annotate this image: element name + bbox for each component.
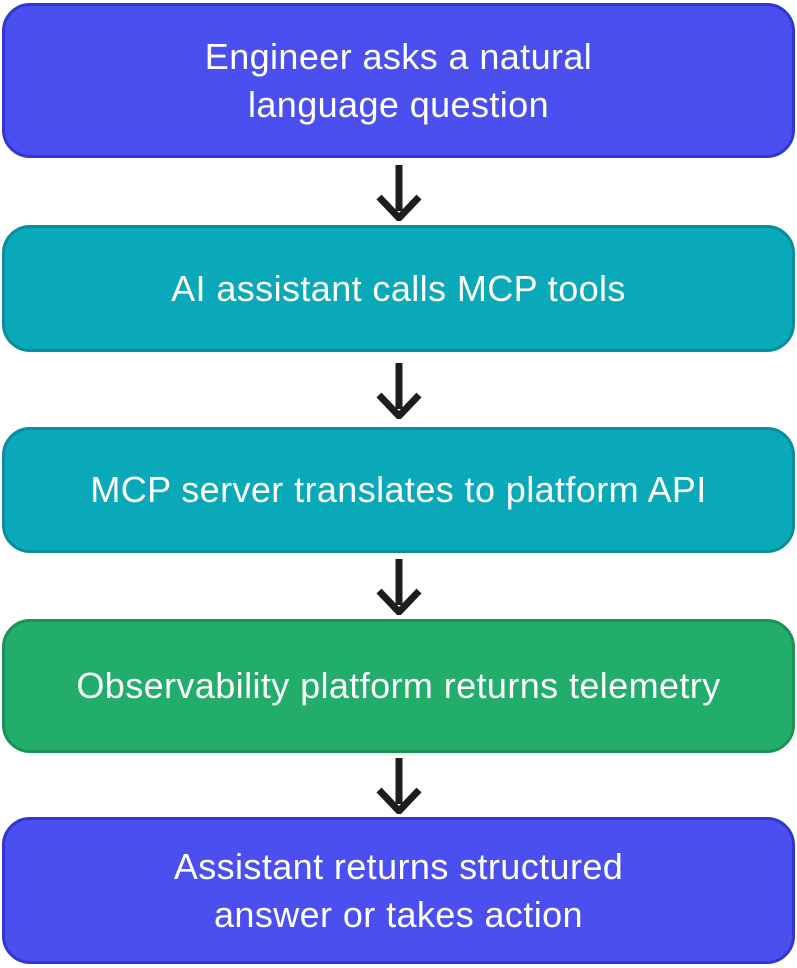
step-label: Assistant returns structured answer or t…: [173, 845, 624, 935]
flow-step-ai-assistant-mcp-tools: AI assistant calls MCP tools: [2, 225, 795, 352]
connector: [367, 158, 431, 225]
flow-step-engineer-question: Engineer asks a natural language questio…: [2, 3, 795, 158]
flow-step-mcp-server-translates: MCP server translates to platform API: [2, 427, 795, 553]
down-arrow-icon: [375, 164, 422, 221]
flow-step-assistant-answer-action: Assistant returns structured answer or t…: [2, 817, 795, 964]
down-arrow-icon: [375, 362, 422, 419]
connector: [367, 553, 431, 619]
connector: [367, 753, 431, 817]
down-arrow-icon: [375, 559, 422, 615]
step-label: MCP server translates to platform API: [90, 469, 707, 511]
step-label: Engineer asks a natural language questio…: [204, 35, 593, 125]
connector: [367, 352, 431, 427]
flow-step-observability-telemetry: Observability platform returns telemetry: [2, 619, 795, 753]
down-arrow-icon: [375, 758, 422, 814]
step-label: AI assistant calls MCP tools: [171, 267, 626, 309]
step-label: Observability platform returns telemetry: [76, 665, 721, 707]
